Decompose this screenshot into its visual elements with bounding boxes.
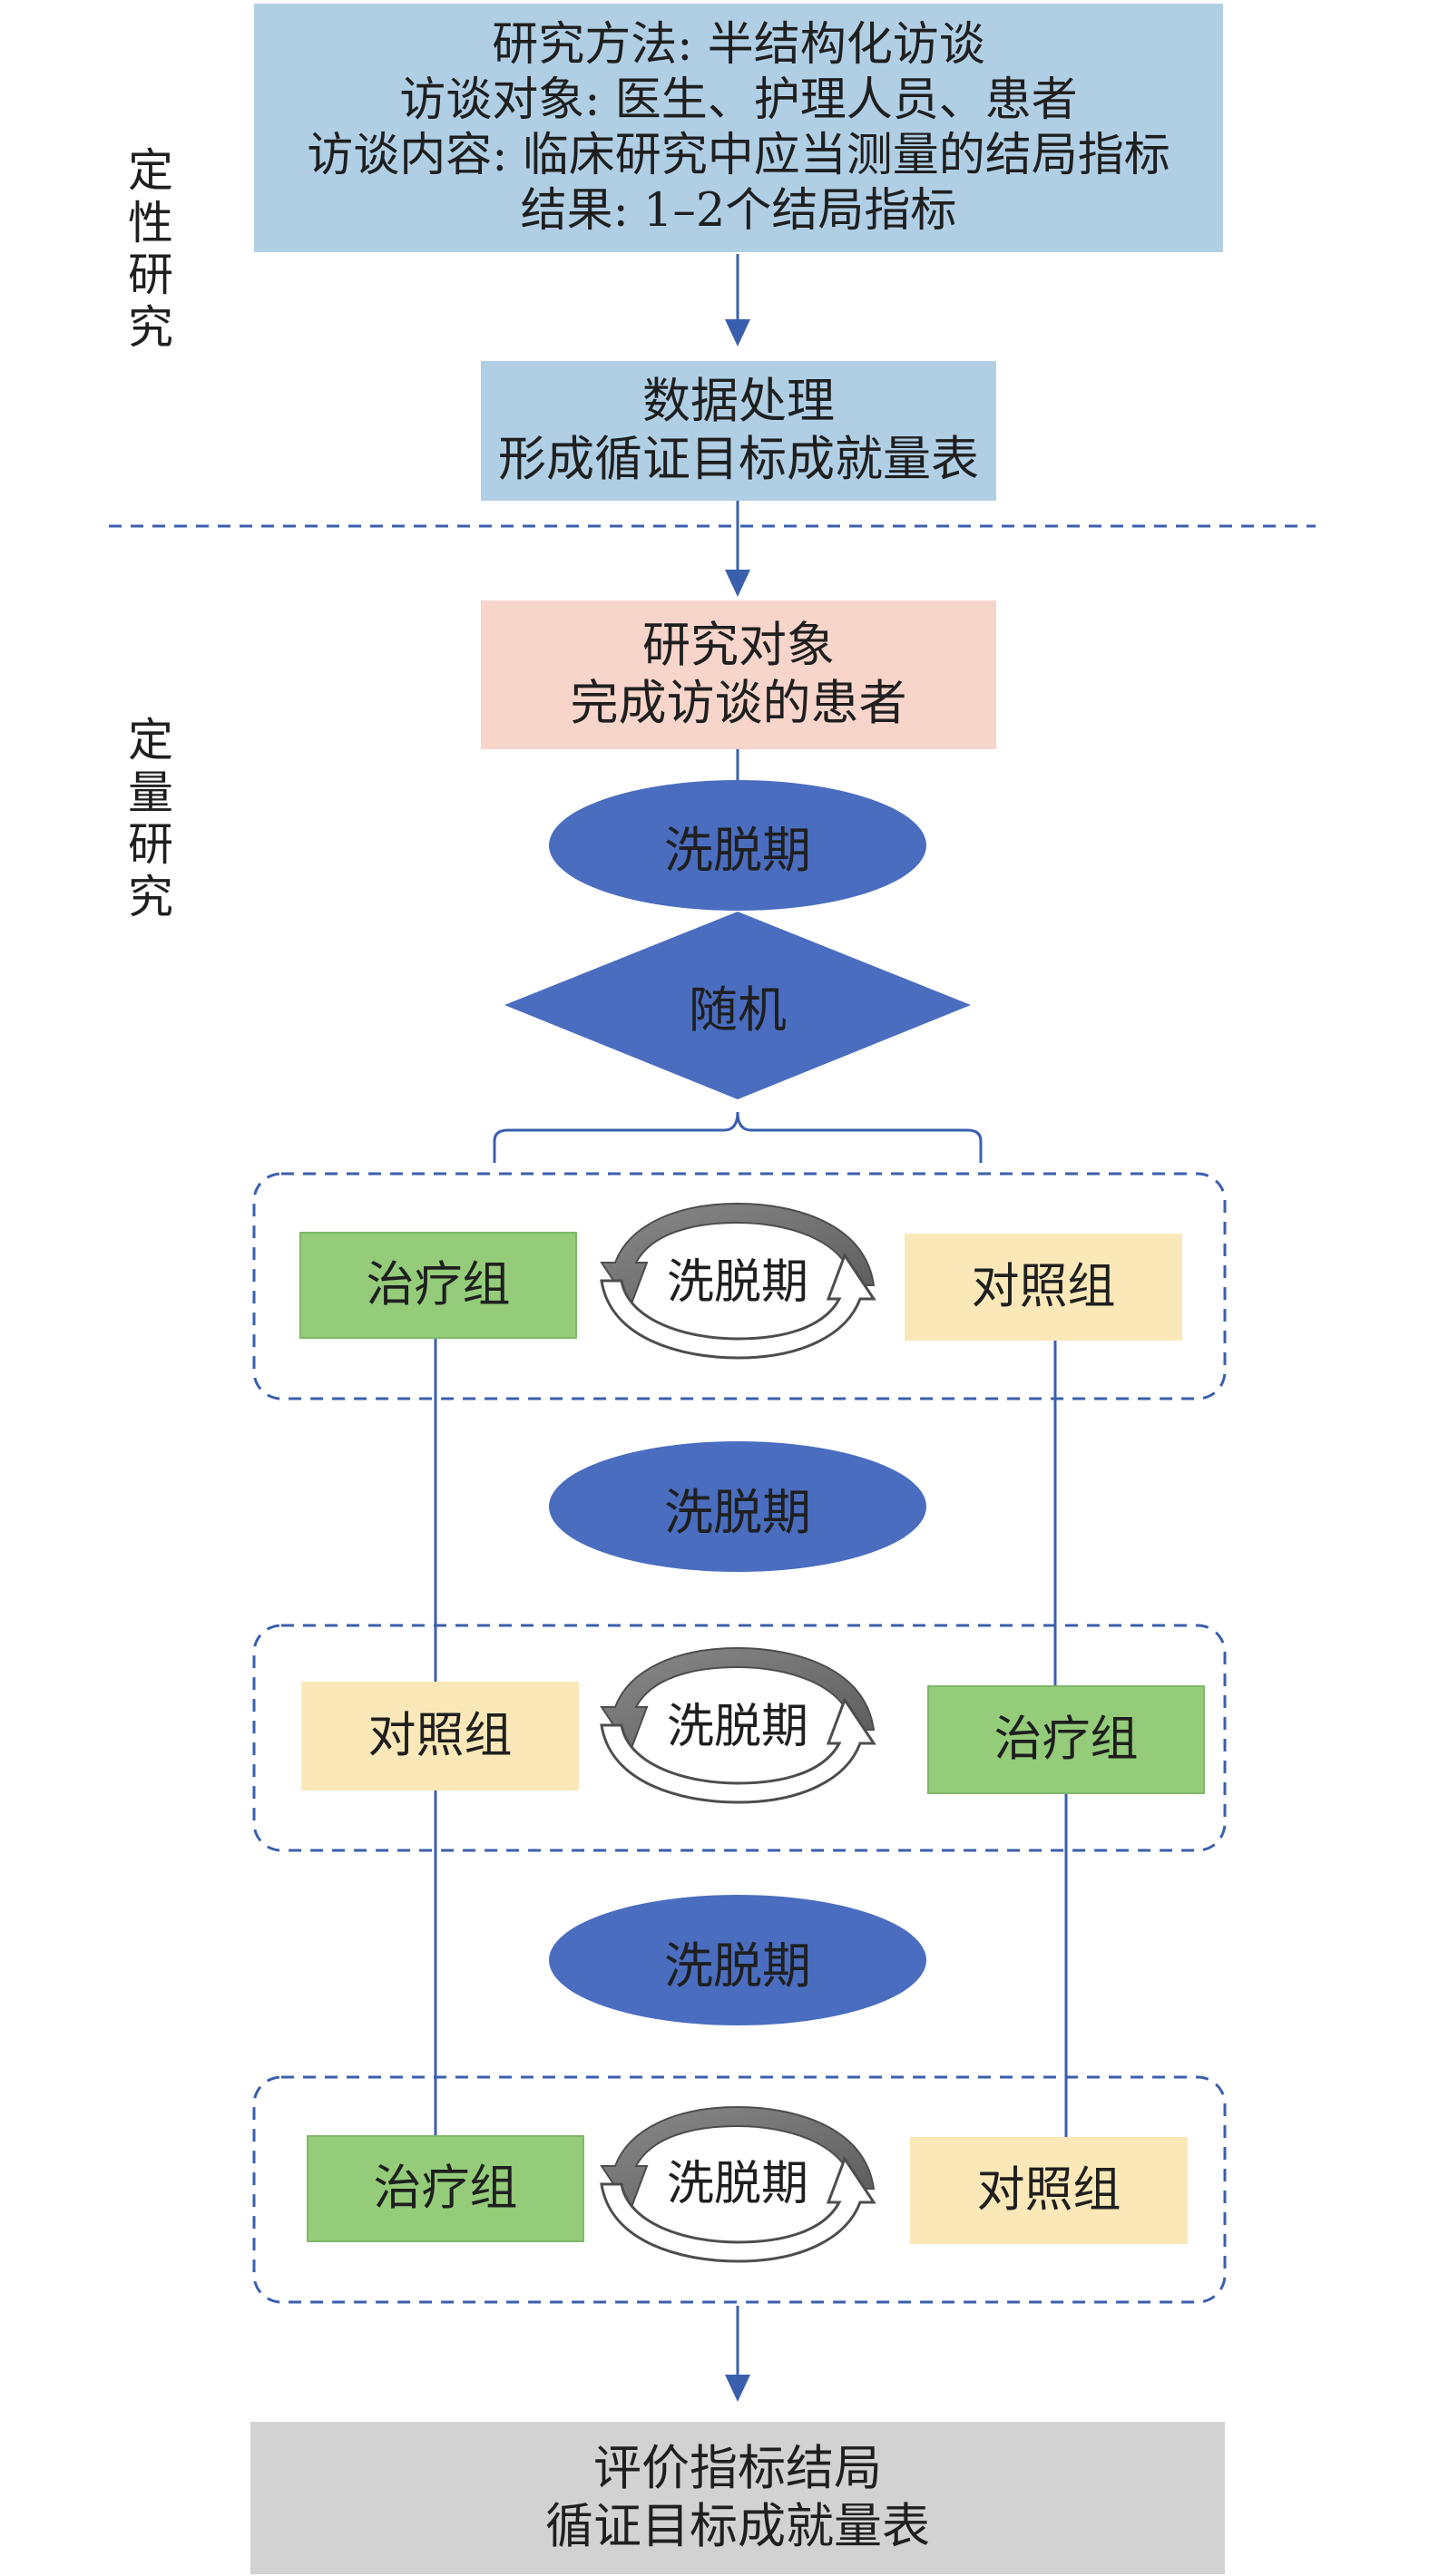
washout-label: 洗脱期 xyxy=(666,2156,808,2211)
period-2-frame xyxy=(252,1624,1227,1852)
arrow-down xyxy=(725,501,750,597)
treatment-group-box: 治疗组 xyxy=(927,1685,1205,1794)
quantitative-study-label: 定 量 研 究 xyxy=(128,714,173,923)
qualitative-study-label: 定 性 研 究 xyxy=(128,144,173,354)
washout-label: 洗脱期 xyxy=(666,1254,808,1310)
research-subjects-box: 研究对象 完成访谈的患者 xyxy=(481,600,996,749)
treatment-group-box: 治疗组 xyxy=(307,2135,584,2242)
cycle-arrows-icon xyxy=(600,1202,876,1360)
content-line: 访谈内容: 临床研究中应当测量的结局指标 xyxy=(307,129,1170,182)
qualitative-method-box: 研究方法: 半结构化访谈 访谈对象: 医生、护理人员、患者 访谈内容: 临床研究… xyxy=(254,4,1223,252)
data-processing-box: 数据处理 形成循证目标成就量表 xyxy=(481,361,996,501)
arrow-down xyxy=(725,254,750,346)
evaluation-outcome-box: 评价指标结局 循证目标成就量表 xyxy=(250,2422,1225,2574)
method-line: 研究方法: 半结构化访谈 xyxy=(492,17,985,72)
washout-label: 洗脱期 xyxy=(666,1699,808,1754)
washout-label: 洗脱期 xyxy=(664,821,811,879)
period-3-frame xyxy=(252,2075,1227,2304)
control-group-box: 对照组 xyxy=(905,1234,1182,1341)
split-bracket xyxy=(493,1111,983,1163)
cycle-arrows-icon xyxy=(600,2105,876,2263)
random-label: 随机 xyxy=(689,981,787,1039)
period-1-frame xyxy=(252,1172,1227,1400)
control-group-box: 对照组 xyxy=(910,2137,1188,2244)
washout-ellipse xyxy=(549,780,926,911)
washout-label: 洗脱期 xyxy=(664,1937,811,1995)
control-group-box: 对照组 xyxy=(301,1682,579,1791)
treatment-group-box: 治疗组 xyxy=(299,1232,577,1339)
washout-label: 洗脱期 xyxy=(664,1483,811,1541)
washout-ellipse xyxy=(549,1441,926,1572)
arrow-down xyxy=(725,2306,750,2402)
subjects-line: 访谈对象: 医生、护理人员、患者 xyxy=(399,73,1078,127)
washout-ellipse xyxy=(549,1895,926,2025)
random-diamond xyxy=(504,912,971,1099)
result-line: 结果: 1–2个结局指标 xyxy=(520,184,957,239)
cycle-arrows-icon xyxy=(600,1646,876,1804)
